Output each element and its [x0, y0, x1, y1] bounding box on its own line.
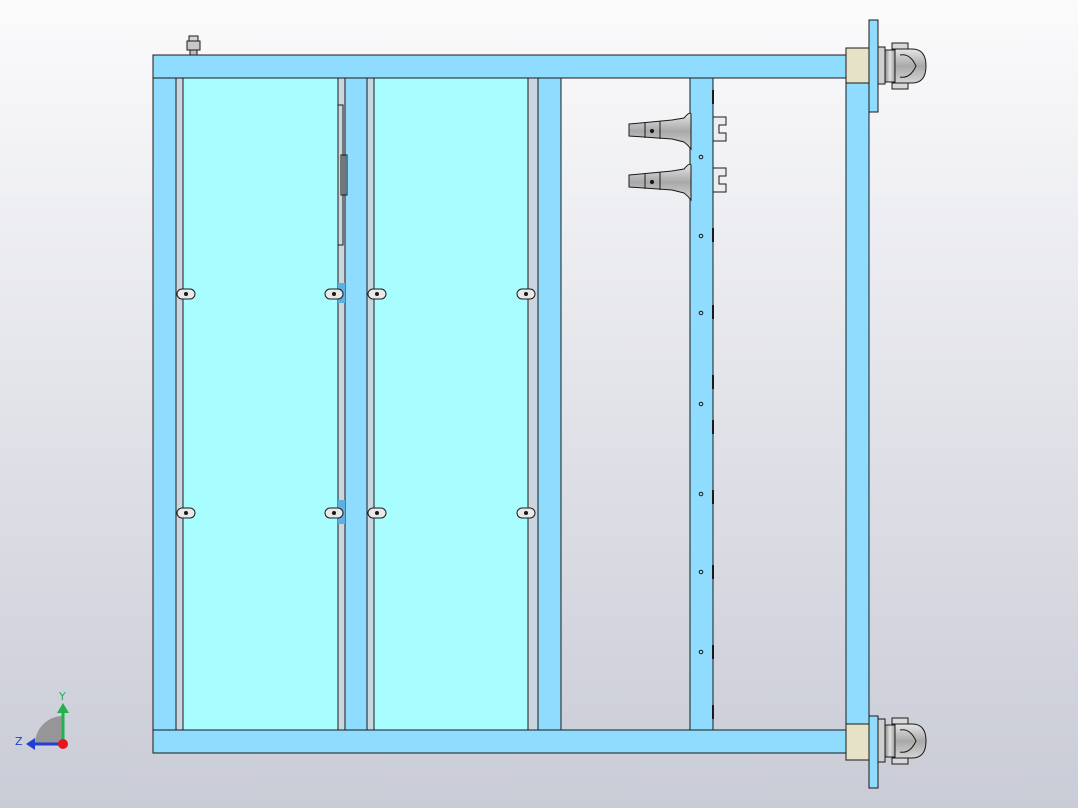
view-triad[interactable]: Y Z	[15, 690, 69, 750]
corner-bracket-bottom	[845, 723, 870, 761]
post-right[interactable]	[845, 77, 870, 731]
triad-z-arrow-icon	[26, 738, 35, 750]
panel-clip	[367, 507, 387, 519]
rail-hole	[698, 649, 704, 655]
spray-nozzle[interactable]	[628, 163, 727, 202]
end-plate-bottom	[868, 715, 879, 789]
top-screw	[186, 35, 201, 56]
frame-assembly[interactable]	[152, 19, 879, 789]
caster-wheel[interactable]	[877, 717, 927, 765]
triad-y-label: Y	[58, 690, 66, 703]
panel-channel	[366, 77, 375, 731]
panel-clip	[324, 288, 344, 300]
post-divider-1[interactable]	[344, 77, 368, 731]
rail-top[interactable]	[152, 54, 870, 79]
spray-nozzles[interactable]	[628, 112, 727, 202]
post-nozzle-rail[interactable]	[689, 77, 714, 731]
spray-nozzle[interactable]	[628, 112, 727, 151]
casters[interactable]	[877, 42, 927, 765]
panel-clip	[176, 288, 196, 300]
panel-clip	[516, 507, 536, 519]
rail-hole	[698, 569, 704, 575]
triad-arc	[35, 716, 63, 744]
rail-bottom[interactable]	[152, 729, 870, 754]
rail-hole	[698, 491, 704, 497]
rail-hole	[698, 233, 704, 239]
panel-channel	[527, 77, 539, 731]
rail-holes	[698, 154, 704, 655]
rail-hole	[698, 310, 704, 316]
panel-clips	[176, 288, 536, 519]
triad-x-axis-dot	[58, 739, 68, 749]
panel-clip	[516, 288, 536, 300]
glass-panel-middle[interactable]	[373, 77, 529, 731]
caster-wheel[interactable]	[877, 42, 927, 90]
triad-y-arrow-icon	[57, 703, 69, 713]
panel-channel	[175, 77, 184, 731]
post-divider-2[interactable]	[537, 77, 562, 731]
glass-panel-left[interactable]	[182, 77, 339, 731]
panel-clip	[367, 288, 387, 300]
panel-clip	[176, 507, 196, 519]
hinge	[337, 104, 344, 246]
triad-z-label: Z	[15, 735, 23, 748]
rail-hole	[698, 154, 704, 160]
rail-hole	[698, 401, 704, 407]
post-left[interactable]	[152, 77, 177, 731]
corner-bracket-top	[845, 47, 870, 84]
panel-clip	[324, 507, 344, 519]
hinge	[340, 154, 348, 196]
end-plate-top	[868, 19, 879, 113]
